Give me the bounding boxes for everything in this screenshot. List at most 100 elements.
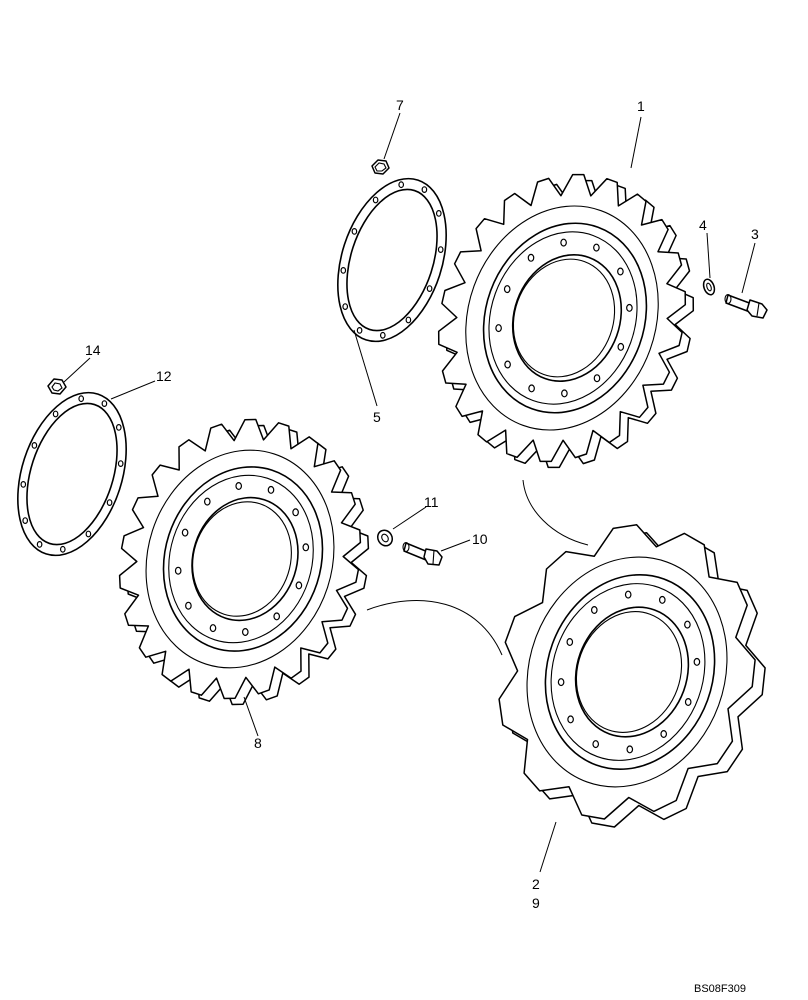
- gasket-outer-edge: [337, 177, 447, 343]
- nut-14: [47, 378, 67, 395]
- hub-inner-ring: [168, 474, 314, 644]
- bolt-hole: [185, 601, 192, 610]
- callout-8: 8: [254, 735, 262, 751]
- bolt-hole: [617, 342, 625, 351]
- center-bore: [574, 606, 690, 738]
- bolt-hole: [684, 697, 692, 706]
- bolt-hole: [78, 395, 85, 403]
- bolt-10: [402, 541, 443, 566]
- gasket-outer-edge: [17, 391, 127, 557]
- bolt-hole: [20, 481, 27, 488]
- bolt-hole: [592, 740, 600, 749]
- bolt-hole: [295, 581, 303, 590]
- bolt-hole: [115, 424, 122, 431]
- bolt-hole: [560, 238, 567, 247]
- bolt-hole: [351, 227, 358, 235]
- bolt-hole: [273, 612, 281, 621]
- sprocket-lower-left: [118, 418, 370, 706]
- leader-lines: [63, 112, 756, 873]
- bolt-hole: [31, 442, 38, 449]
- bolt-hole: [181, 528, 189, 537]
- bolt-hole: [59, 545, 66, 553]
- callout-12: 12: [156, 368, 172, 384]
- gasket-inner-edge: [346, 188, 438, 332]
- bolt-hole: [503, 285, 511, 294]
- rim-groove: [145, 449, 335, 669]
- hub-outer-ring: [544, 573, 716, 771]
- callout-4: 4: [699, 217, 707, 233]
- bolt-hole: [22, 517, 29, 524]
- center-bore: [511, 254, 623, 382]
- callout-9: 9: [532, 895, 540, 911]
- bolt-hole: [267, 485, 275, 494]
- bolt-hole: [241, 627, 249, 636]
- bolt-hole: [372, 196, 379, 204]
- bolt-hole: [174, 566, 182, 575]
- sprocket-front-face: [498, 524, 756, 820]
- bolt-hole: [421, 186, 428, 194]
- callout-7: 7: [396, 97, 404, 113]
- gasket-inner-edge: [26, 402, 118, 546]
- sprocket-front-face: [437, 173, 687, 463]
- sprocket-upper: [437, 173, 695, 469]
- bolt-hole: [85, 530, 92, 538]
- sprocket-segment-lower-right: [498, 524, 766, 828]
- assembly-arc-lower: [366, 600, 503, 656]
- bolt-hole: [235, 482, 243, 491]
- bolt-hole: [561, 389, 568, 398]
- rim-groove: [465, 205, 659, 431]
- bolt-hole: [342, 303, 349, 311]
- bolt-hole: [557, 678, 565, 687]
- rim-groove: [526, 556, 728, 788]
- bolt-hole: [101, 400, 108, 408]
- bolt-hole: [567, 715, 574, 724]
- bolt-hole: [340, 267, 347, 274]
- bolt-hole: [658, 595, 666, 604]
- bolt-hole: [590, 605, 598, 614]
- callout-2: 2: [532, 876, 540, 892]
- hub-inner-ring: [488, 231, 638, 405]
- bolt-hole: [209, 624, 217, 633]
- center-bore-edge: [192, 501, 292, 617]
- bolt-hole: [36, 541, 43, 548]
- bolt-hole: [693, 657, 701, 666]
- bolt-hole: [356, 327, 363, 334]
- bolt-3: [724, 293, 768, 319]
- nut-7: [371, 159, 390, 175]
- bolt-hole: [292, 508, 299, 517]
- callout-5: 5: [373, 409, 381, 425]
- hub-outer-ring: [482, 222, 648, 414]
- bolt-hole: [52, 410, 59, 418]
- bolt-hole: [302, 543, 310, 552]
- bolt-hole: [626, 745, 634, 754]
- bolt-hole: [528, 384, 535, 393]
- bolt-hole: [495, 324, 502, 333]
- bolt-hole: [435, 209, 442, 217]
- bolt-hole: [437, 246, 444, 254]
- bolt-hole: [626, 303, 633, 312]
- center-bore-edge: [575, 611, 683, 733]
- bolt-hole: [203, 497, 211, 506]
- hub-outer-ring: [162, 466, 324, 652]
- bolt-hole: [593, 374, 601, 383]
- gasket-left: [17, 391, 127, 557]
- bolt-hole: [593, 243, 600, 252]
- callout-10: 10: [472, 531, 488, 547]
- bolt-hole: [527, 253, 535, 262]
- reference-code: BS08F309: [694, 983, 746, 995]
- gasket-upper: [337, 177, 447, 343]
- bolt-hole: [566, 637, 574, 646]
- bolt-hole: [398, 181, 405, 189]
- bolt-hole: [684, 620, 691, 629]
- bolt-hole: [106, 499, 113, 507]
- washer-4: [702, 278, 716, 296]
- center-bore-edge: [512, 258, 616, 378]
- hub-inner-ring: [550, 583, 706, 761]
- bolt-hole: [379, 331, 386, 339]
- bolt-hole: [617, 267, 624, 276]
- bolt-hole: [405, 316, 412, 324]
- center-bore: [191, 496, 299, 622]
- washer-11: [376, 529, 394, 547]
- callout-3: 3: [751, 226, 759, 242]
